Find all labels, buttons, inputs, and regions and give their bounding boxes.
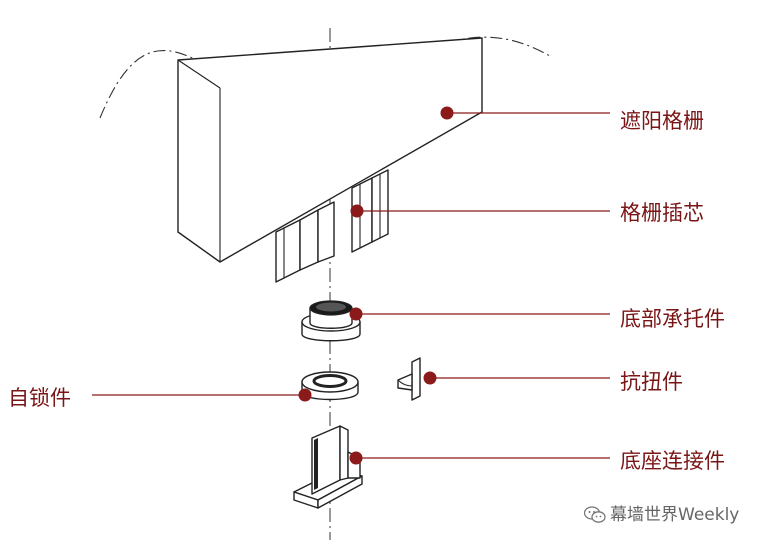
leader-louver-insert — [350, 204, 610, 218]
shading-louver — [177, 37, 483, 263]
wechat-icon — [584, 506, 606, 523]
leader-shading-louver — [440, 106, 610, 120]
label-base-connector: 底座连接件 — [620, 449, 725, 473]
label-bottom-bearing: 底部承托件 — [620, 307, 725, 331]
louver-insert — [275, 169, 389, 283]
leader-bottom-bearing — [349, 307, 610, 321]
break-wave-line — [99, 36, 551, 119]
watermark-text: 幕墙世界Weekly — [610, 505, 740, 525]
base-connector — [293, 425, 363, 509]
label-anti-torsion: 抗扭件 — [620, 370, 683, 394]
self-lock-ring — [301, 371, 359, 401]
bottom-bearing-part — [301, 300, 361, 342]
label-shading-louver: 遮阳格栅 — [620, 109, 704, 133]
label-louver-insert: 格栅插芯 — [620, 201, 704, 225]
leader-self-lock — [92, 388, 312, 402]
label-self-lock: 自锁件 — [8, 386, 71, 410]
leader-base-connector — [349, 451, 610, 465]
anti-torsion-part — [397, 357, 421, 401]
leader-anti-torsion — [423, 371, 610, 385]
